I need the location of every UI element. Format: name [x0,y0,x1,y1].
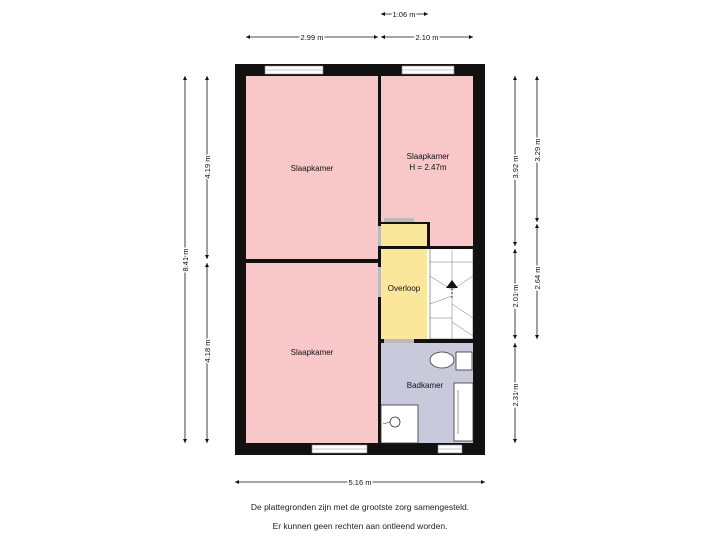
room-bedroom-top-left [246,76,378,259]
bathroom-fixtures [380,351,474,444]
dim-label-top-right: 2.10 m [416,33,439,42]
toilet-tank [455,351,473,371]
toilet-bowl-icon [429,351,455,369]
dimension-top-right: 2.10 m [381,32,473,44]
dim-label-right-outer-lower: 2.64 m [533,267,542,290]
dimension-right-inner-middle: 2.01 m [510,249,522,339]
disclaimer-line-1: De plattegronden zijn met de grootste zo… [250,502,470,512]
dimension-top-small: 1.06 m [381,9,428,21]
dim-label-right-inner-upper: 3.92 m [511,156,520,179]
dim-label-top-small: 1.06 m [393,10,416,19]
stair-arrow-icon [446,280,458,288]
dimension-right-inner-lower: 2.31 m [510,343,522,443]
dim-label-left-upper: 4.19 m [203,156,212,179]
label-landing: Overloop [388,284,421,293]
dimension-left-total: 8.41 m [180,76,192,443]
windows [264,65,463,454]
dim-label-left-lower: 4.18 m [203,340,212,363]
disclaimer-line-2: Er kunnen geen rechten aan ontleend word… [272,521,448,531]
room-landing [381,224,427,339]
dim-label-left-total: 8.41 m [181,249,190,272]
dim-label-bottom-total: 5.16 m [349,478,372,487]
dimension-top-left: 2.99 m [246,32,378,44]
label-bathroom: Badkamer [407,381,444,390]
dimension-right-outer-lower: 2.64 m [532,224,544,339]
dimension-right-outer-upper: 3.29 m [532,76,544,222]
doors [378,218,414,343]
label-bedroom-top-right-height: H = 2.47m [409,163,446,172]
room-bedroom-top-right [381,76,473,246]
dim-label-right-outer-upper: 3.29 m [533,139,542,162]
room-bedroom-bottom-left [246,263,378,443]
dim-label-top-left: 2.99 m [301,33,324,42]
dimension-bottom-total: 5.16 m [235,477,485,489]
staircase [429,247,474,340]
dimension-right-inner-upper: 3.92 m [510,76,522,246]
label-bedroom-top-right: Slaapkamer [407,152,450,161]
label-bedroom-bottom-left: Slaapkamer [291,348,334,357]
dim-label-right-inner-middle: 2.01 m [511,285,520,308]
dimension-left-upper: 4.19 m [202,76,214,259]
dim-label-right-inner-lower: 2.31 m [511,384,520,407]
shower-drain-icon [389,416,401,428]
washbasin [453,382,474,442]
label-bedroom-top-left: Slaapkamer [291,164,334,173]
dimension-left-lower: 4.18 m [202,263,214,443]
